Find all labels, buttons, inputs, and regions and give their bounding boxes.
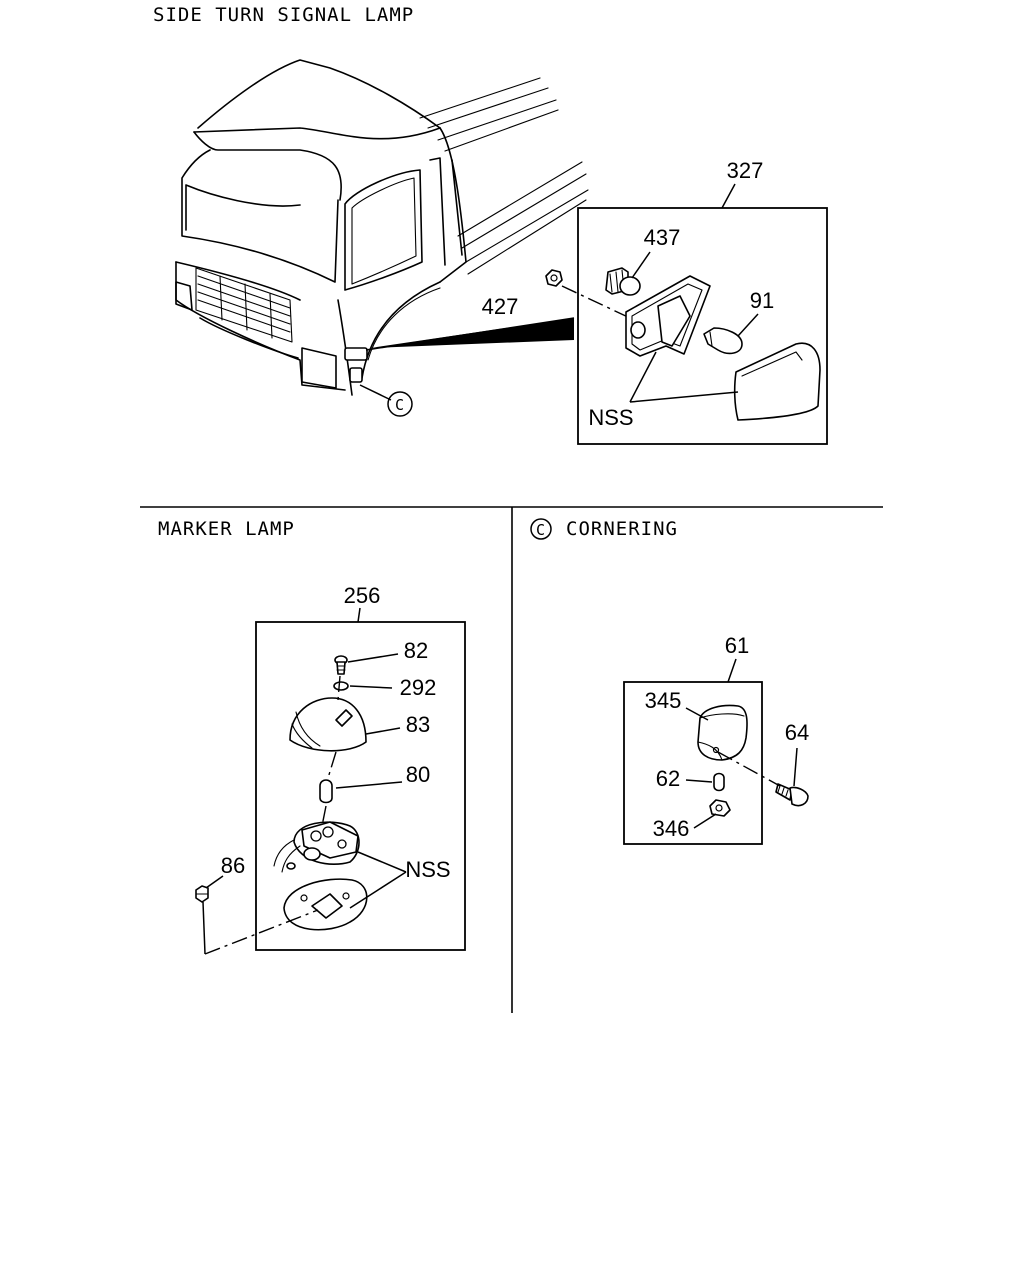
callout-83: 83 xyxy=(406,712,430,737)
cab-callout-c-letter: C xyxy=(395,396,405,414)
callout-82: 82 xyxy=(404,638,428,663)
callout-nss-marker: NSS xyxy=(405,857,450,882)
callout-437: 437 xyxy=(644,225,681,250)
callout-62: 62 xyxy=(656,766,680,791)
cab-callout-c: C xyxy=(387,391,413,417)
callout-nss-top: NSS xyxy=(588,405,633,430)
cornering-lamp-body-icon xyxy=(697,704,748,761)
screw-icon xyxy=(334,655,348,675)
cornering-title: CORNERING xyxy=(566,518,678,540)
cornering-screw-icon xyxy=(775,783,809,807)
callout-427: 427 xyxy=(482,294,519,319)
callout-327: 327 xyxy=(727,158,764,183)
nut-icon xyxy=(545,269,563,287)
lamp-housing-icon xyxy=(625,275,711,357)
bulb-socket-icon xyxy=(605,267,641,296)
marker-bulb-icon xyxy=(319,779,333,804)
marker-lamp-title: MARKER LAMP xyxy=(158,518,295,540)
marker-lamp-assembly-box xyxy=(255,621,466,951)
cornering-lamp-assembly-box xyxy=(623,681,763,845)
cornering-bulb-icon xyxy=(713,772,725,792)
marker-nut-icon xyxy=(195,885,209,903)
marker-base-socket-icon xyxy=(273,821,360,873)
callout-346: 346 xyxy=(653,816,690,841)
truck-cab-illustration xyxy=(175,59,589,396)
callout-86: 86 xyxy=(221,853,245,878)
cornering-section-marker: C xyxy=(530,518,552,540)
cornering-marker-letter: C xyxy=(536,521,546,539)
washer-icon xyxy=(333,681,349,691)
side-turn-lamp-assembly-box xyxy=(577,207,828,445)
callout-292: 292 xyxy=(400,675,437,700)
callout-91: 91 xyxy=(750,288,774,313)
cornering-socket-icon xyxy=(709,799,731,817)
marker-lens-dome-icon xyxy=(289,697,367,752)
callout-345: 345 xyxy=(645,688,682,713)
callout-80: 80 xyxy=(406,762,430,787)
bulb-icon xyxy=(703,327,743,355)
lamp-lens-icon xyxy=(733,342,821,421)
side-turn-signal-title: SIDE TURN SIGNAL LAMP xyxy=(153,4,414,26)
callout-256: 256 xyxy=(344,583,381,608)
callout-64: 64 xyxy=(785,720,809,745)
callout-61: 61 xyxy=(725,633,749,658)
